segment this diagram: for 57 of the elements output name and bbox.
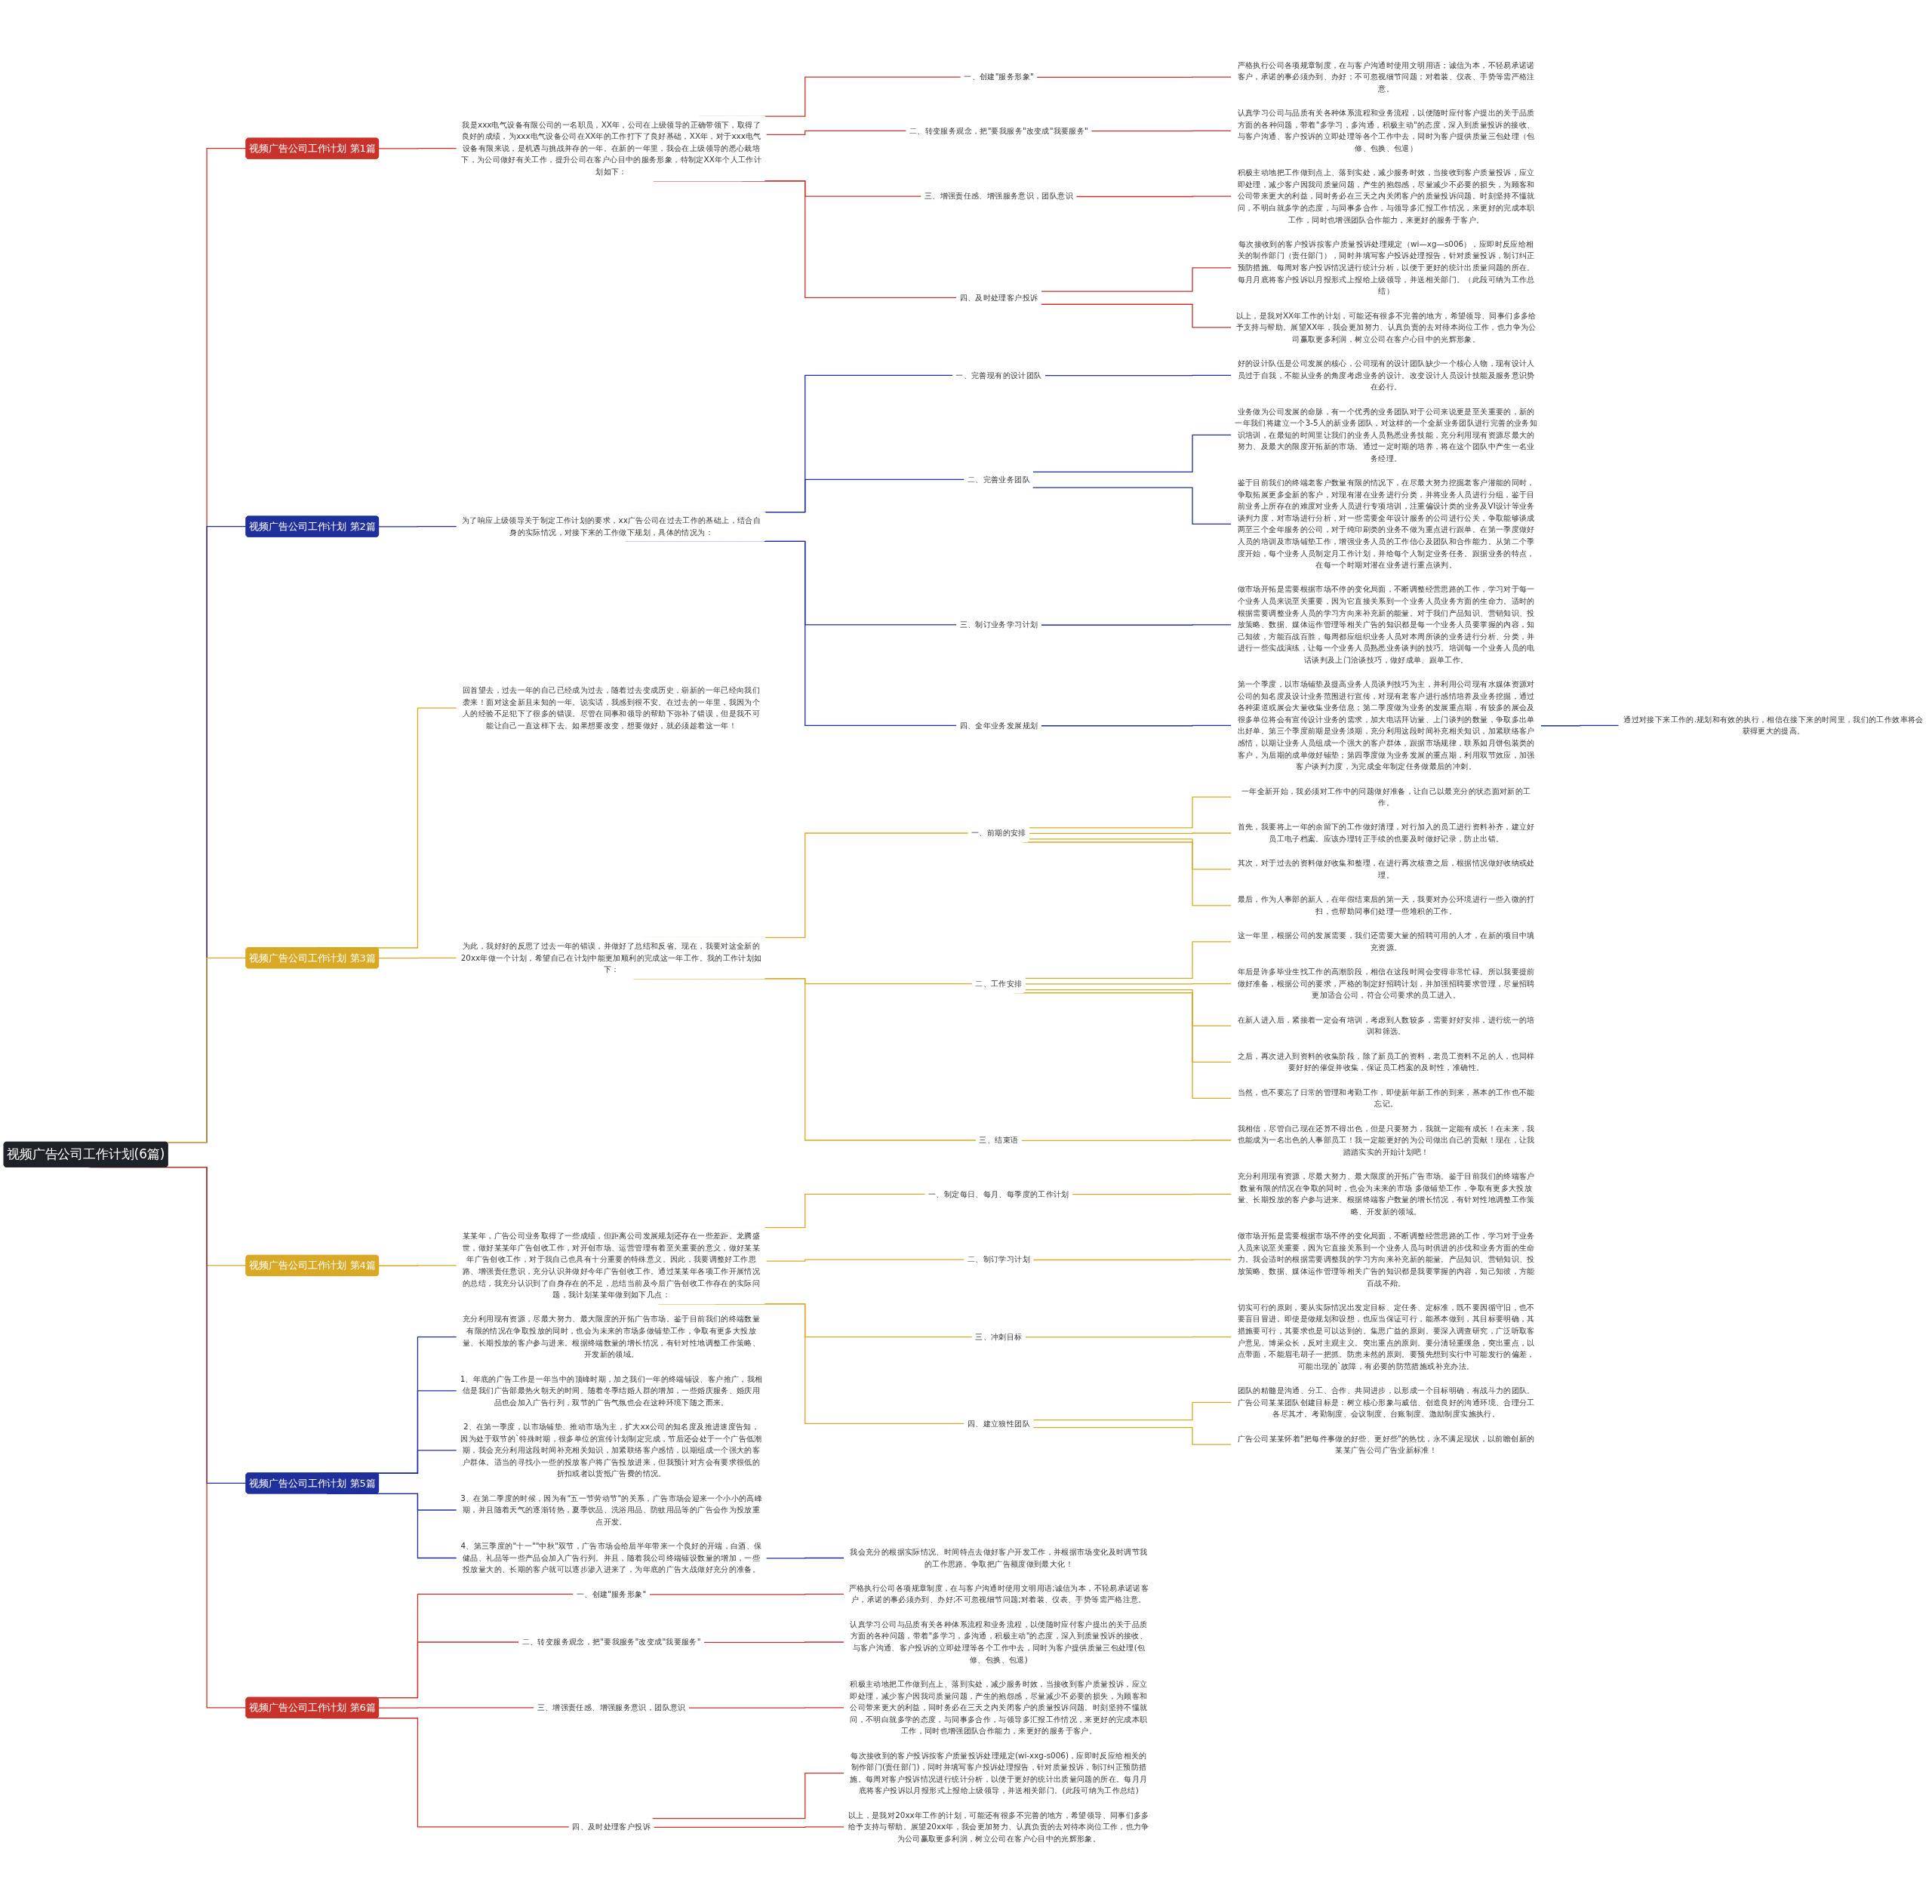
node-text: 最后，作为人事部的新人，在年假结束后的第一天，我要对办公环境进行一些入微的打扫，也帮助同事们处理一些堆积的工作。 <box>1237 894 1535 916</box>
node-text: 做市场开拓是需要根据市场不停的变化局面，不断调整经营思路的工作，学习对于业务人员来说至关重要，因为它直接关系到一个业务人员与时俱进的步伐和业务方面的生命力。我会适时的根据需要调整我的学习方向来补充新的能量。产品知识、营销知识、投放策略、数据、媒体运作管理等相关广告的知识都是我要掌握的内容，知己知彼，方能百战不殆。 <box>1237 1231 1535 1288</box>
node-text: 切实可行的原则，要从实际情况出发定目标、定任务、定标准，既不要因循守旧，也不要盲目冒进。即使是做规划和设想，也应当保证可行，能基本做到，其目标要明确，其措施要可行，其要求也是可以达到的。集思广益的原则。要深入调查研究，广泛听取客户意见、博采众长，反对主观主义。突出重点的原则。要分清轻重缓急，突出重点，以点带面，不能眉毛胡子一把抓。防患未然的原则。要预先想到实行中可能发行的偏差，可能出现的`故障，有必要的防范措施或补充办法。 <box>1237 1303 1535 1371</box>
node-text: 当然，也不要忘了日常的管理和考勤工作，即使新年新工作的到来，基本的工作也不能忘记。 <box>1237 1087 1535 1109</box>
node-text: 4、第三季度的"十一""中秋"双节，广告市场会给后半年带来一个良好的开端，白酒、保健品、礼品等一些产品会加入广告行列。并且，随着我公司终端铺设数量的增加，一些投放量大的、长期的客户就可以逐步渗入进来了，为年底的广告大战做好充分的准备。 <box>460 1541 762 1574</box>
node-text: 一、创建"服务形象" <box>576 1589 647 1599</box>
node-text: 团队的精髓是沟通、分工、合作、共同进步，以形成一个目标明确，有战斗力的团队。广告公司某某团队创建目标是：树立核心形象与威信、创造良好的沟通环境、合理分工各尽其才。考勤制度、会议制度、台账制度、激励制度实施执行。 <box>1237 1386 1535 1419</box>
node-text: 一年全新开始，我必须对工作中的问题做好准备，让自己以最充分的状态面对新的工作。 <box>1241 786 1531 807</box>
node-text: 每次接收到的客户投诉按客户质量投诉处理规定（wi—xg—s006），应即时反应给相关的制作部门（责任部门），同时并填写客户投诉处理报告，针对质量投诉，制订纠正预防措施。每周对客户投诉情况进行统计分析，以便于更好的统计出质量问题的所在。每月月底将客户投诉以月报形式上报给上级领导，并送相关部门。（此段可纳为工作总结） <box>1237 239 1535 296</box>
node-text: 回首望去，过去一年的自己已经成为过去，随着过去变成历史，崭新的一年已经向我们袭来！面对这全新且未知的一年。说实话，我感到很不安。在过去的一年里，我因为个人的经验不足犯下了很多的错误。尽管在同事和领导的帮助下弥补了错误，但是我不可能让自己一直这样下去。如果想要改变，想要做好，就必须趁着这一年！ <box>463 685 761 731</box>
node-text: 四、及时处理客户投诉 <box>572 1822 651 1832</box>
node-text: 通过对接下来工作的.规划和有效的执行，相信在接下来的时间里，我们的工作效率将会获得更大的提高。 <box>1623 715 1924 737</box>
node-text: 一、创建"服务形象" <box>964 72 1034 82</box>
node-text: 三、结束语 <box>979 1135 1019 1145</box>
node-text: 以上，是我对20xx年工作的计划，可能还有很多不完善的地方，希望领导、同事们多多给予支持与帮助。展望20xx年，我会更加努力、认真负责的去对待本岗位工作，也力争为公司赢取更多利润，树立公司在客户心目中的光辉形象。 <box>848 1810 1149 1844</box>
node-text: 以上，是我对XX年工作的计划，可能还有很多不完善的地方，希望领导、同事们多多给予支持与帮助。展望XX年，我会更加努力、认真负责的去对待本岗位工作，也力争为公司赢取更多利润，树立公司在客户心目中的光辉形象。 <box>1235 310 1537 344</box>
node-text: 做市场开拓是需要根据市场不停的变化局面，不断调整经营思路的工作，学习对于每一个业务人员来说至关重要，因为它直接关系到一个业务人员业务方面的生命力。适时的根据需要调整业务人员的学习方向来补充新的能量。对于我们产品知识、营销知识、投放策略、数据、媒体运作管理等相关广告的知识都是每一个业务人员要掌握的内容，知己知彼，方能百战百胜，每周都应组织业务人员对本周所谈的业务进行分析、分类，并进行一些实战演练，让每一个业务人员熟悉业务谈判的技巧。培训每一个业务人员的电话谈判及上门洽谈技巧，做好成单、跟单工作。 <box>1237 584 1535 665</box>
node-text: 充分利用现有资源，尽最大努力、最大限度的开拓广告市场。鉴于目前我们的终端数量有限的情况在争取投放的同时，也会为未来的市场多做铺垫工作，争取有更多大投放量、长期投放的客户参与进来。根据终端数量的增长情况，有针对性地调整工作策略、开发新的领域。 <box>463 1314 761 1359</box>
node-text: 业务做为公司发展的命脉，有一个优秀的业务团队对于公司来说更是至关重要的，新的一年我们将建立一个3-5人的新业务团队，对这样的一个全新业务团队进行完善的业务知识培训，在最短的时间里让我们的业务人员熟悉业务技能，充分利用现有资源尽最大的努力、及最大的限度开拓新的市场。通过一定时期的培养，将在这个团队中产生一名业务经理。 <box>1235 406 1538 463</box>
node-text: 二、转变服务观念，把"要我服务"改变成"我要服务" <box>909 125 1088 136</box>
node-text: 积极主动地把工作做到点上、落到实处，减少服务时效，当接收到客户质量投诉，应立即处理，减少客户因我司质量问题，产生的抱怨感，尽量减少不必要的损失，为顾客和公司带来更大的利益，同时务必在三天之内关闭客户的质量投诉问题。时刻坚持不懂就问，不明白就多学的态度，与同事多合作，与领导多汇报工作情况，来更好的完成本职工作，同时也增强团队合作能力，来更好的服务于客户。 <box>1237 168 1535 225</box>
node-text: 二、完善业务团队 <box>967 474 1030 484</box>
node-text: 四、建立狼性团队 <box>967 1418 1030 1429</box>
node-text: 3、在第二季度的时候，因为有"五一节劳动节"的关系，广告市场会迎来一个小小的高峰期，并且随着天气的逐渐转热，夏季饮品、洗浴用品、防蚊用品等的广告会作为投放重点开发。 <box>460 1493 763 1527</box>
node-text: 一、前期的安排 <box>971 828 1026 838</box>
node-text: 每次接收到的客户投诉按客户质量投诉处理规定(wi-xxg-s006)，应即时反应给相关的制作部门(责任部门)，同时并填写客户投诉处理报告，针对质量投诉，制订纠正预防措施。每周对客户投诉情况进行统计分析，以便于更好的统计出质量问题的所在。每月月底将客户投诉以月报形式上报给上级领导，并送相关部门。(此段可纳为工作总结) <box>850 1750 1148 1795</box>
node-text: 二、转变服务观念，把"要我服务"改变成"我要服务" <box>521 1637 701 1647</box>
node-text: 第一个季度，以市场铺垫及提高业务人员谈判技巧为主，并利用公司现有水媒体资源对公司的知名度及设计业务范围进行宣传，对现有老客户进行感情培养及业务挖掘，通过各种渠道或展会大量收集业务信息；第二季度做为业务的发展重点期，有较多的展会及很多单位将会有宣传设计业务的需求，加大电话拜访量、上门谈判的数量，争取多出单出好单。第三个季度前期是业务淡期，充分利用这段时间补充相关知识，加紧联络客户感情，以期让业务人员组成一个强大的客户群体，跟据市场规律，联系如月饼包装类的客户，为后期的成单做好铺垫；第四季度做为业务发展的重点期，利用双节效应，加强客户谈判力度，为完成全年制定任务做最后的冲刺。 <box>1237 679 1535 771</box>
node-text: 充分利用现有资源，尽最大努力、最大限度的开拓广告市场。鉴于目前我们的终端客户数量有限的情况在争取的同时，也会为未来的市场 多做铺垫工作，争取有更多大投放量、长期投放的客户参与进来。根据终端客户数量的增长情况，有针对性地调整工作策略、开发新的领域。 <box>1237 1171 1535 1217</box>
node-text: 认真学习公司与品质有关各种体系流程和业务流程，以便随时应付客户提出的关于品质方面的各种问题，带着"多学习，多沟通，积极主动"的态度，深入到质量投诉的接收、与客户沟通、客户投诉的立即处理等各个工作中去，同时为客户提供质量三包处理(包修、包换、包退) <box>850 1619 1148 1665</box>
node-text: 鉴于目前我们的终端老客户数量有限的情况下，在尽最大努力挖掘老客户潜能的同时，争取拓展更多全新的客户，对现有潜在业务进行分类，并将业务人员进行分组，鉴于目前业务上所存在的难度对业务人员进行专项培训，注重偏设计类的业务及VI设计等业务谈判力度，对市场进行分析，对一些需要全年设计服务的公司进行公关，争取能够谈成两至三个全年服务的公司，对于纯印刷类的业务不做为重点进行跟单。在第一季度做好人员的培训及市场铺垫工作，增强业务人员的工作信心及团队和合作能力。从第二个季度开始，每个业务人员制定月工作计划，并给每个人制定业务任务。跟据业务的特点，在每一个时期对潜在业务进行重点谈判。 <box>1237 478 1535 570</box>
node-text: 三、制订业务学习计划 <box>959 620 1038 629</box>
node-text: 二、工作安排 <box>975 979 1023 989</box>
node-text: 三、冲刺目标 <box>975 1332 1023 1342</box>
node-text: 2、在第一季度，以市场铺垫、推动市场为主，扩大xx公司的知名度及推进速度告知，因为处于双节的`特殊时期，很多单位的宣传计划制定完成，节后还会处于一个广告低潮期，我会充分利用这段时间补充相关知识，加紧联络客户感情，以期组成一个强大的客户群体。适当的寻找小一些的投放客户将广告投放进来，但我预计对方会有要求很低的折扣或者以货抵广告费的情况。 <box>460 1422 762 1478</box>
node-text: 其次，对于过去的资料做好收集和整理，在进行再次核查之后，根据情况做好收纳或处理。 <box>1237 858 1535 880</box>
node-text: 三、增强责任感、增强服务意识，团队意识 <box>537 1703 686 1712</box>
node-text: 我会充分的根据实际情况、时间特点去做好客户开发工作，并根据市场变化及时调节我的工作思路。争取把广告额度做到最大化！ <box>850 1547 1148 1569</box>
node-text: 广告公司某某怀着"把每件事做的好些、更好些"的热忱，永不满足现状，以前瞻创新的某某广告公司广告业新标准！ <box>1238 1433 1535 1455</box>
node-text: 认真学习公司与品质有关各种体系流程和业务流程，以便随时应付客户提出的关于品质方面的各种问题，带着"多学习，多沟通，积极主动"的态度，深入到质量投诉的接收、与客户沟通、客户投诉的立即处理等各个工作中去，同时为客户提供质量三包处理（包修、包换、包退） <box>1237 108 1535 153</box>
node-text: 严格执行公司各项规章制度，在与客户沟通时使用文明用语；诚信为本，不轻易承诺诺客户，承诺的事必须办到、办好；不可忽视细节问题；对着装、仪表、手势等需严格注意。 <box>1237 60 1535 94</box>
node-text: 在新人进入后，紧接着一定会有培训，考虑到人数较多，需要好好安排，进行统一的培训和筛选。 <box>1237 1015 1535 1036</box>
node-text: 二、制订学习计划 <box>967 1254 1030 1264</box>
node-text: 四、全年业务发展规划 <box>959 720 1038 731</box>
node-text: 我相信，尽管自己现在还算不得出色，但是只要努力，我就一定能有成长！在未来，我也能成为一名出色的人事部员工！我一定能更好的为公司做出自己的贡献！现在，让我踏踏实实的开始计划吧！ <box>1237 1123 1535 1157</box>
node-text: 一、制定每日、每月、每季度的工作计划 <box>928 1189 1069 1199</box>
node-text: 严格执行公司各项规章制度，在与客户沟通时使用文明用语;诚信为本，不轻易承诺诺客户，承诺的事必须办到、办好;不可忽视细节问题;对着装、仪表、手势等需严格注意。 <box>848 1583 1149 1605</box>
node-text: 一、完善现有的设计团队 <box>955 370 1042 380</box>
node-text: 1、年底的广告工作是一年当中的顶峰时期，加之我们一年的终端铺设、客户推广，我相信是我们广告部最热火朝天的时间。随着冬季结婚人群的增加，一些婚庆服务、婚庆用品也会加入广告行列，双节的广告气氛也会在这种环境下随之而来。 <box>460 1373 763 1407</box>
node-text: 首先，我要将上一年的余留下的工作做好清理，对行加入的员工进行资料补齐，建立好员工电子档案。应该办理转正手续的也要及时做好记录，防止出错。 <box>1237 822 1535 844</box>
node-text: 积极主动地把工作做到点上、落到实处，减少服务时效，当接收到客户质量投诉，应立即处理，减少客户因我司质量问题，产生的抱怨感，尽量减少不必要的损失，为顾客和公司带来更大的利益，同时务必在三天之内关闭客户的质量投诉问题。时刻坚持不懂就问，不明白就多学的态度，与同事多合作，与领导多汇报工作情况，来更好的完成本职工作，同时也增强团队合作能力，来更好的服务于客户。 <box>850 1679 1148 1736</box>
node-text: 年后是许多毕业生找工作的高潮阶段，相信在这段时间会变得非常忙碌。所以我要提前做好准备，根据公司的要求，严格的制定好招聘计划，并加强招聘要求管理，尽量招聘更加适合公司，符合公司要求的员工进入。 <box>1237 967 1535 1001</box>
node-text: 三、增强责任感、增强服务意识，团队意识 <box>924 191 1073 201</box>
node-text: 好的设计队伍是公司发展的核心，公司现有的设计团队缺少一个核心人物，现有设计人员过于自我，不能从业务的角度考虑业务的设计。改变设计人员设计技能及服务意识势在必行。 <box>1237 358 1535 392</box>
node-text: 这一年里，根据公司的发展需要，我们还需要大量的招聘可用的人才，在新的项目中填充资源。 <box>1237 930 1535 952</box>
node-text: 之后，再次进入到资料的收集阶段，除了新员工的资料，老员工资料不足的人，也同样要好好的催促并收集，保证员工档案的及时性，准确性。 <box>1237 1051 1535 1072</box>
node-text: 四、及时处理客户投诉 <box>959 292 1038 303</box>
